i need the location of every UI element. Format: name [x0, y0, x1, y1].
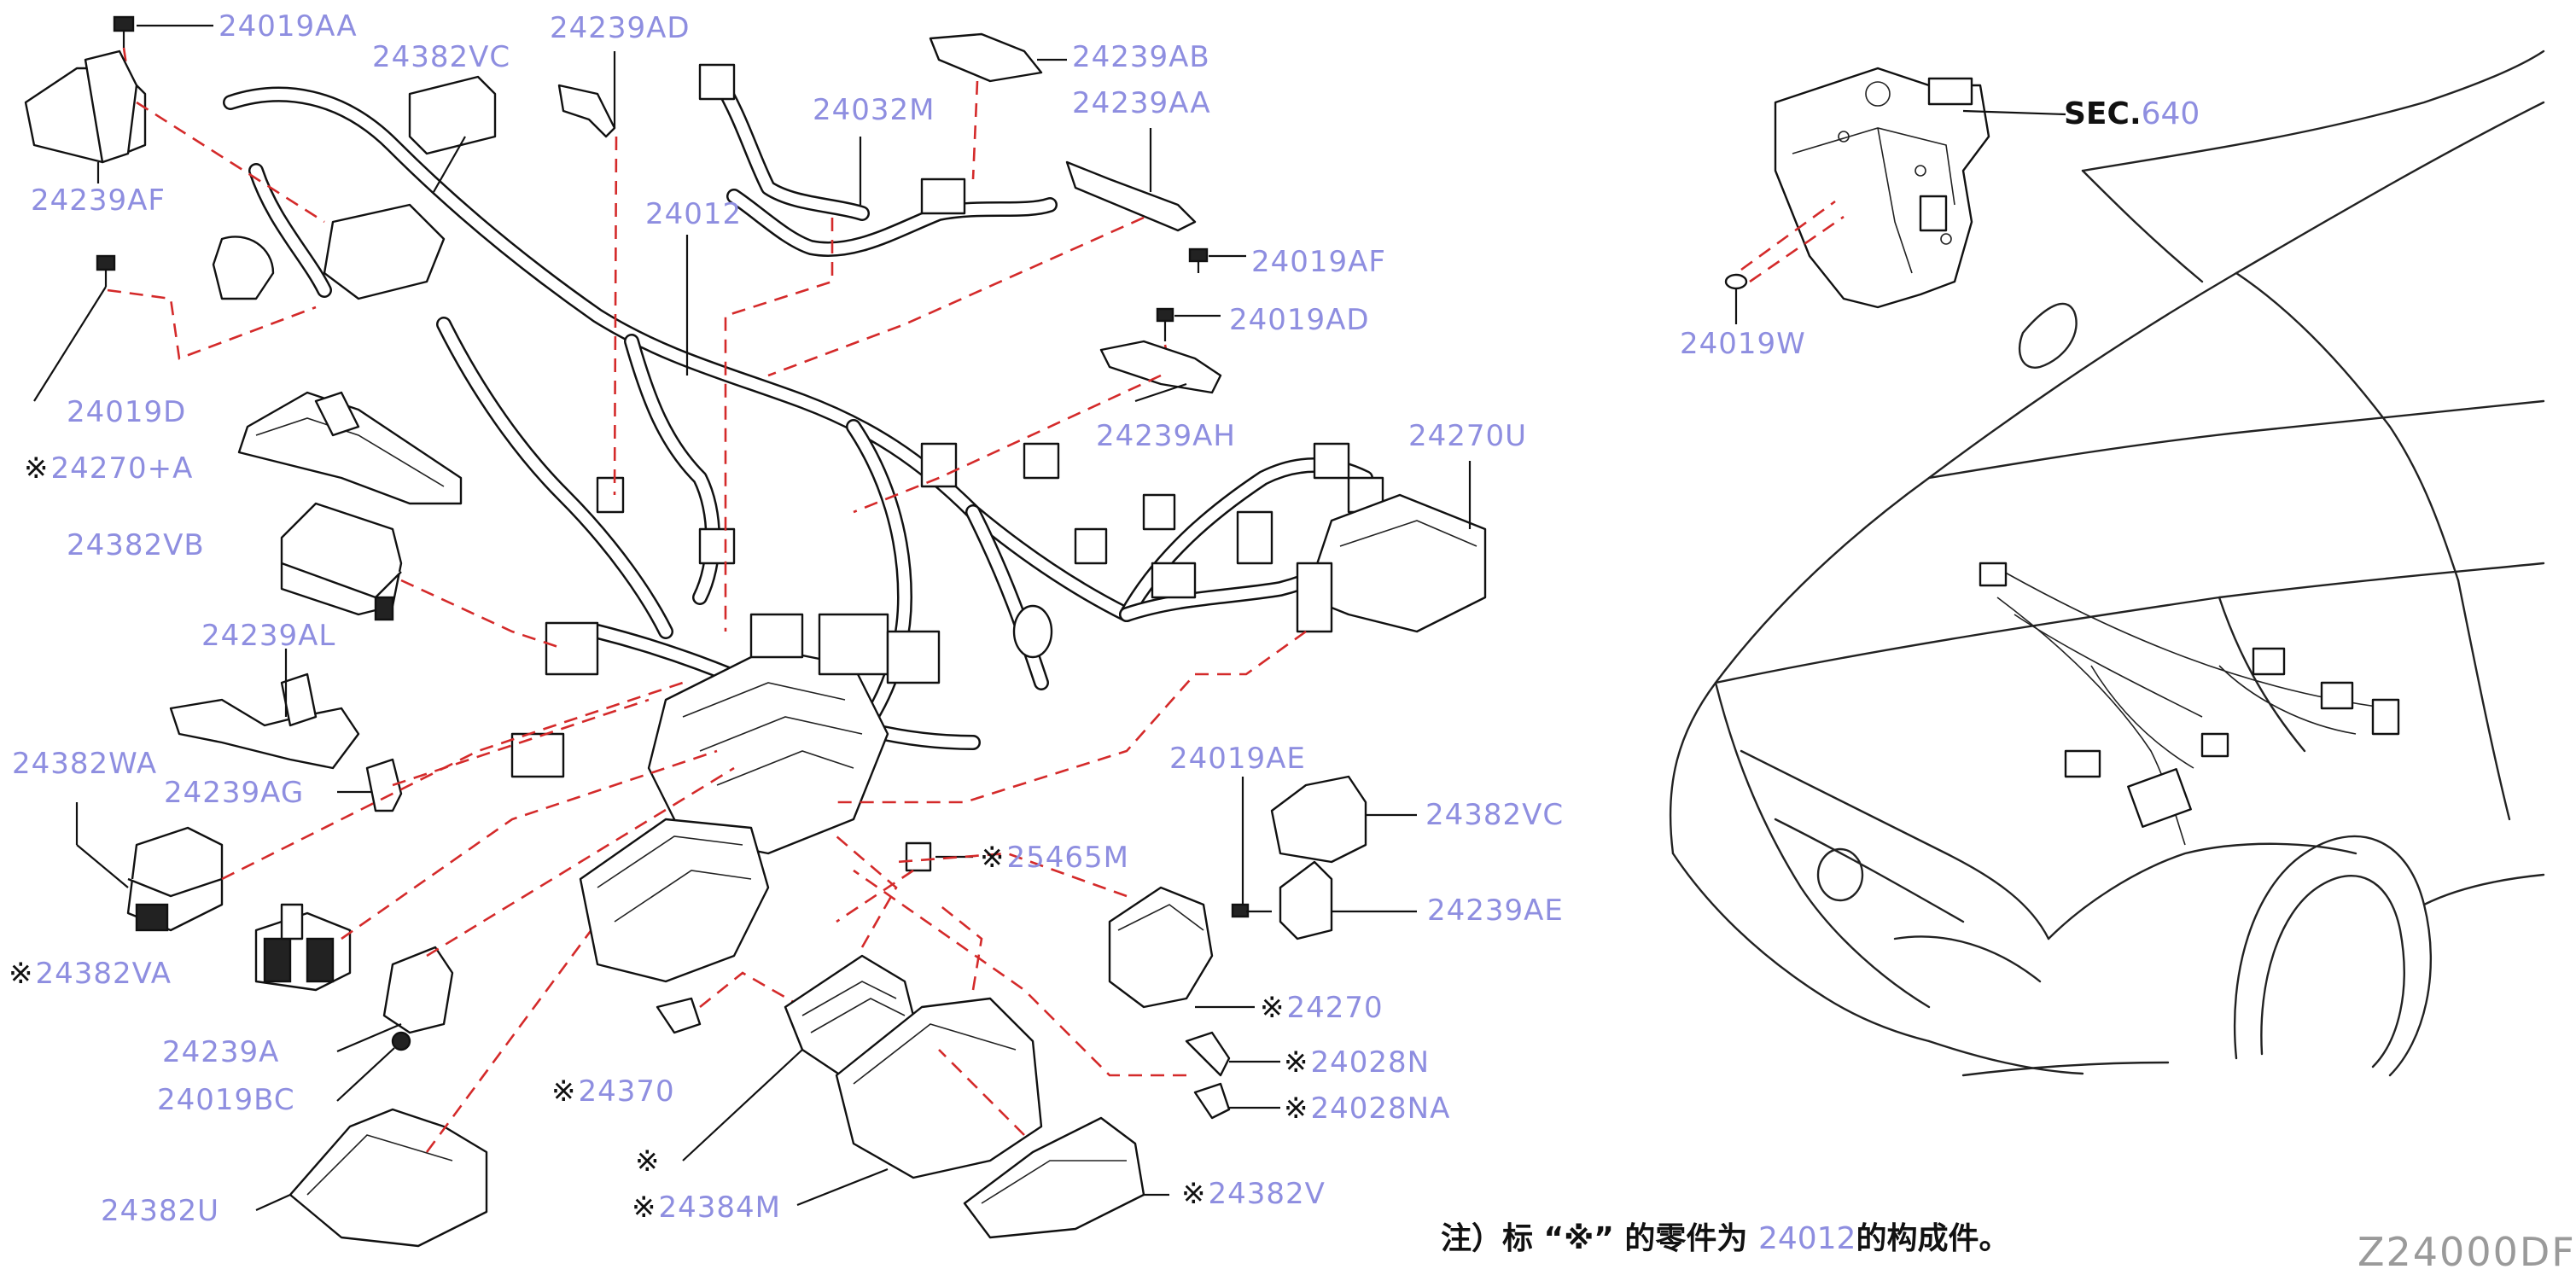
callout-24239AG[interactable]: 24239AG [164, 776, 305, 810]
top-left-parts [24, 15, 1487, 804]
callout-24239AB[interactable]: 24239AB [1072, 40, 1210, 74]
callout-24382VA[interactable]: ※24382VA [9, 957, 172, 991]
lower-center-parts [579, 775, 1417, 1239]
callout-24019AF[interactable]: 24019AF [1251, 245, 1386, 279]
callout-24019BC[interactable]: 24019BC [157, 1083, 295, 1117]
callout-24382V[interactable]: ※24382V [1181, 1177, 1326, 1211]
diagram-id: Z24000DF [2357, 1229, 2576, 1275]
callout-24239AF[interactable]: 24239AF [31, 183, 166, 218]
callout-24382U[interactable]: 24382U [101, 1194, 220, 1228]
callout-24382WA[interactable]: 24382WA [12, 747, 158, 781]
callout-24382VB[interactable]: 24382VB [67, 528, 205, 562]
callout-24270[interactable]: ※24270 [1260, 991, 1384, 1025]
callout-24384M[interactable]: ※24384M [632, 1191, 781, 1225]
callout-25465M[interactable]: ※25465M [980, 841, 1129, 875]
callout-24019AA[interactable]: 24019AA [219, 9, 358, 44]
callout-24270A[interactable]: ※24270+A [24, 451, 194, 486]
callout-24019D[interactable]: 24019D [67, 395, 187, 429]
section-reference[interactable]: SEC.640 [2064, 96, 2200, 131]
main-harness-24012 [223, 86, 1390, 855]
callout-24239AH[interactable]: 24239AH [1096, 419, 1236, 453]
callout-unlabeled-mark[interactable]: ※ [635, 1144, 661, 1179]
callout-24370[interactable]: ※24370 [551, 1074, 675, 1109]
callout-24019W[interactable]: 24019W [1680, 327, 1806, 361]
callout-24239AE[interactable]: 24239AE [1427, 894, 1564, 928]
footnote-ref-24012[interactable]: 24012 [1757, 1221, 1856, 1256]
callout-24239AL[interactable]: 24239AL [201, 619, 336, 653]
callout-24032M[interactable]: 24032M [813, 93, 935, 127]
callout-24019AD[interactable]: 24019AD [1229, 303, 1370, 337]
sec640-bracket [1724, 67, 2066, 324]
callout-24012[interactable]: 24012 [645, 197, 743, 231]
callout-24239AA[interactable]: 24239AA [1072, 86, 1211, 120]
callout-24239A[interactable]: 24239A [162, 1035, 280, 1069]
callout-24382VC-top[interactable]: 24382VC [372, 40, 511, 74]
footnote: 注）标 “※” 的零件为 24012的构成件。 [1441, 1221, 2010, 1256]
callout-24239AD[interactable]: 24239AD [550, 11, 691, 45]
callout-24019AE[interactable]: 24019AE [1169, 742, 1306, 776]
left-mid-parts [75, 391, 735, 1248]
vehicle-outline [1669, 49, 2545, 1077]
callout-24382VC-right[interactable]: 24382VC [1425, 798, 1565, 832]
callout-24270U[interactable]: 24270U [1408, 419, 1528, 453]
callout-24028N[interactable]: ※24028N [1284, 1045, 1431, 1080]
callout-24028NA[interactable]: ※24028NA [1284, 1092, 1451, 1126]
